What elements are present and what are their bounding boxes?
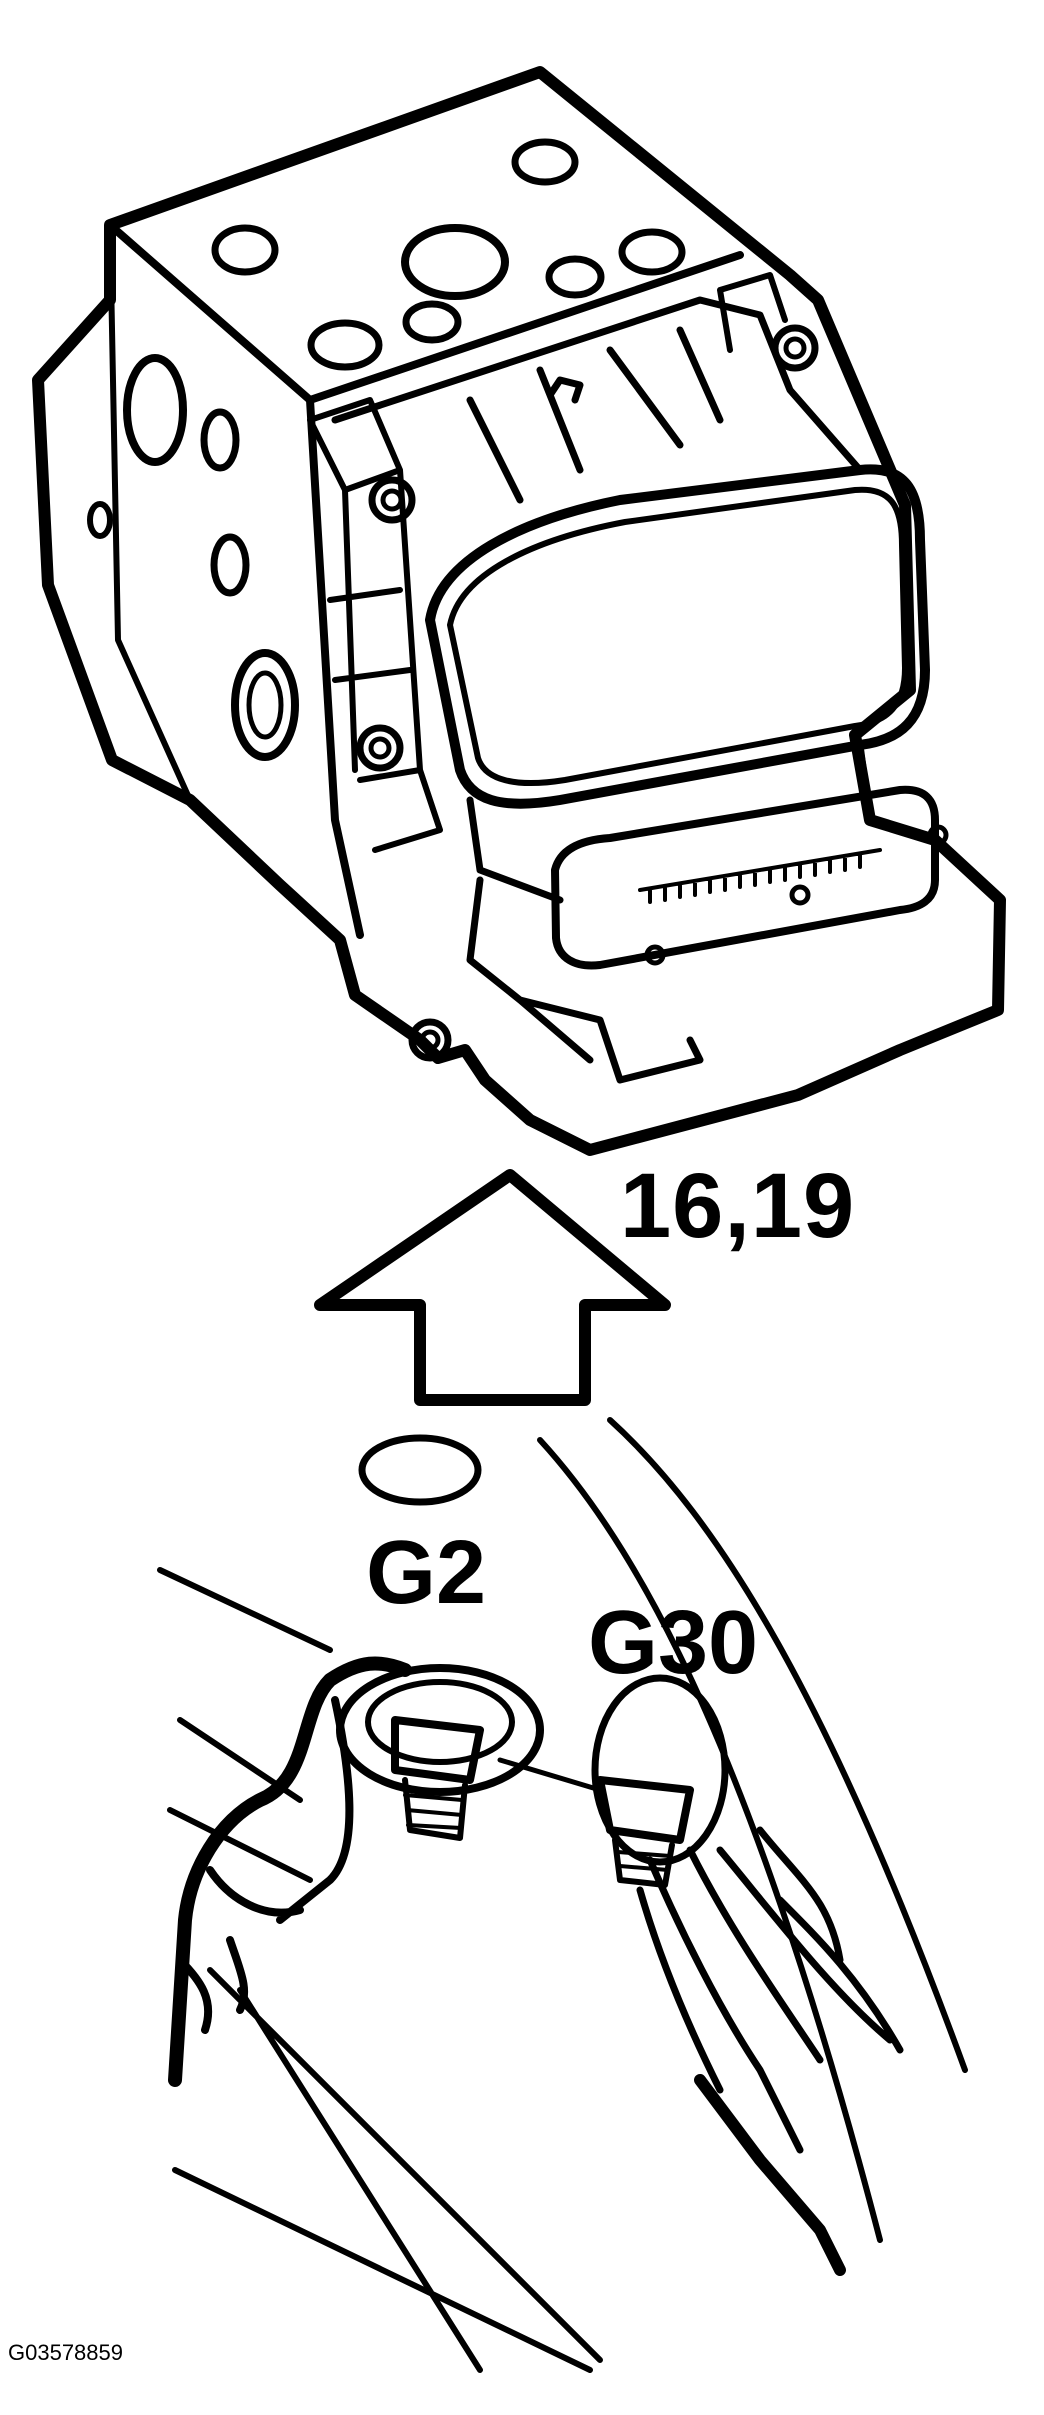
ecu-cover-outer [425,464,930,809]
abs-base [466,876,704,1084]
abs-module [32,66,1006,1156]
abs-block-side-edge [107,222,193,803]
figure-id-label: G03578859 [8,2340,123,2365]
ground-bridge-line [497,1757,603,1793]
side-port-5-inner [246,670,284,740]
port-1 [511,138,579,186]
port-5 [545,255,605,299]
ground-label-g30: G30 [588,1593,759,1693]
ground-label-g2: G2 [366,1523,487,1623]
ecu-cover-inner [447,486,908,787]
body-contour-lines [157,1417,968,2373]
connector-pins [638,848,882,904]
ecu-lower-housing [466,741,874,904]
side-port-3 [210,533,250,597]
g2-cable [168,1656,412,2087]
body-hole [358,1434,482,1506]
g2-ground-stud [336,1664,544,1841]
top-bracket [717,272,788,353]
abs-module-outline [32,66,1006,1156]
side-port-5 [231,649,299,761]
port-2 [211,224,279,276]
abs-block-top-edge [106,221,744,404]
port-7 [307,319,383,371]
bracket-frame [307,397,443,853]
g30-cable-bundle [636,1826,904,2154]
connector-screw-1 [789,884,811,906]
mounting-bolts [356,324,819,1062]
connector-screw-2 [644,944,666,966]
ecu-connector [551,785,939,970]
ground-connections [157,1417,968,2373]
port-6 [402,300,462,344]
abs-block-vertical-edge [306,396,364,939]
g2-cable-sleeve [176,1696,354,2034]
port-4 [618,228,686,276]
side-port-2 [200,408,240,472]
ecu-upper-housing [331,296,864,504]
side-port-4 [87,501,113,539]
port-3 [401,224,509,300]
lift-direction-arrow [314,1169,671,1406]
connector-screw-3 [927,824,949,846]
side-port-1 [123,354,187,466]
step-reference-label: 16,19 [620,1155,856,1257]
g30-ground-stud [591,1674,904,2276]
